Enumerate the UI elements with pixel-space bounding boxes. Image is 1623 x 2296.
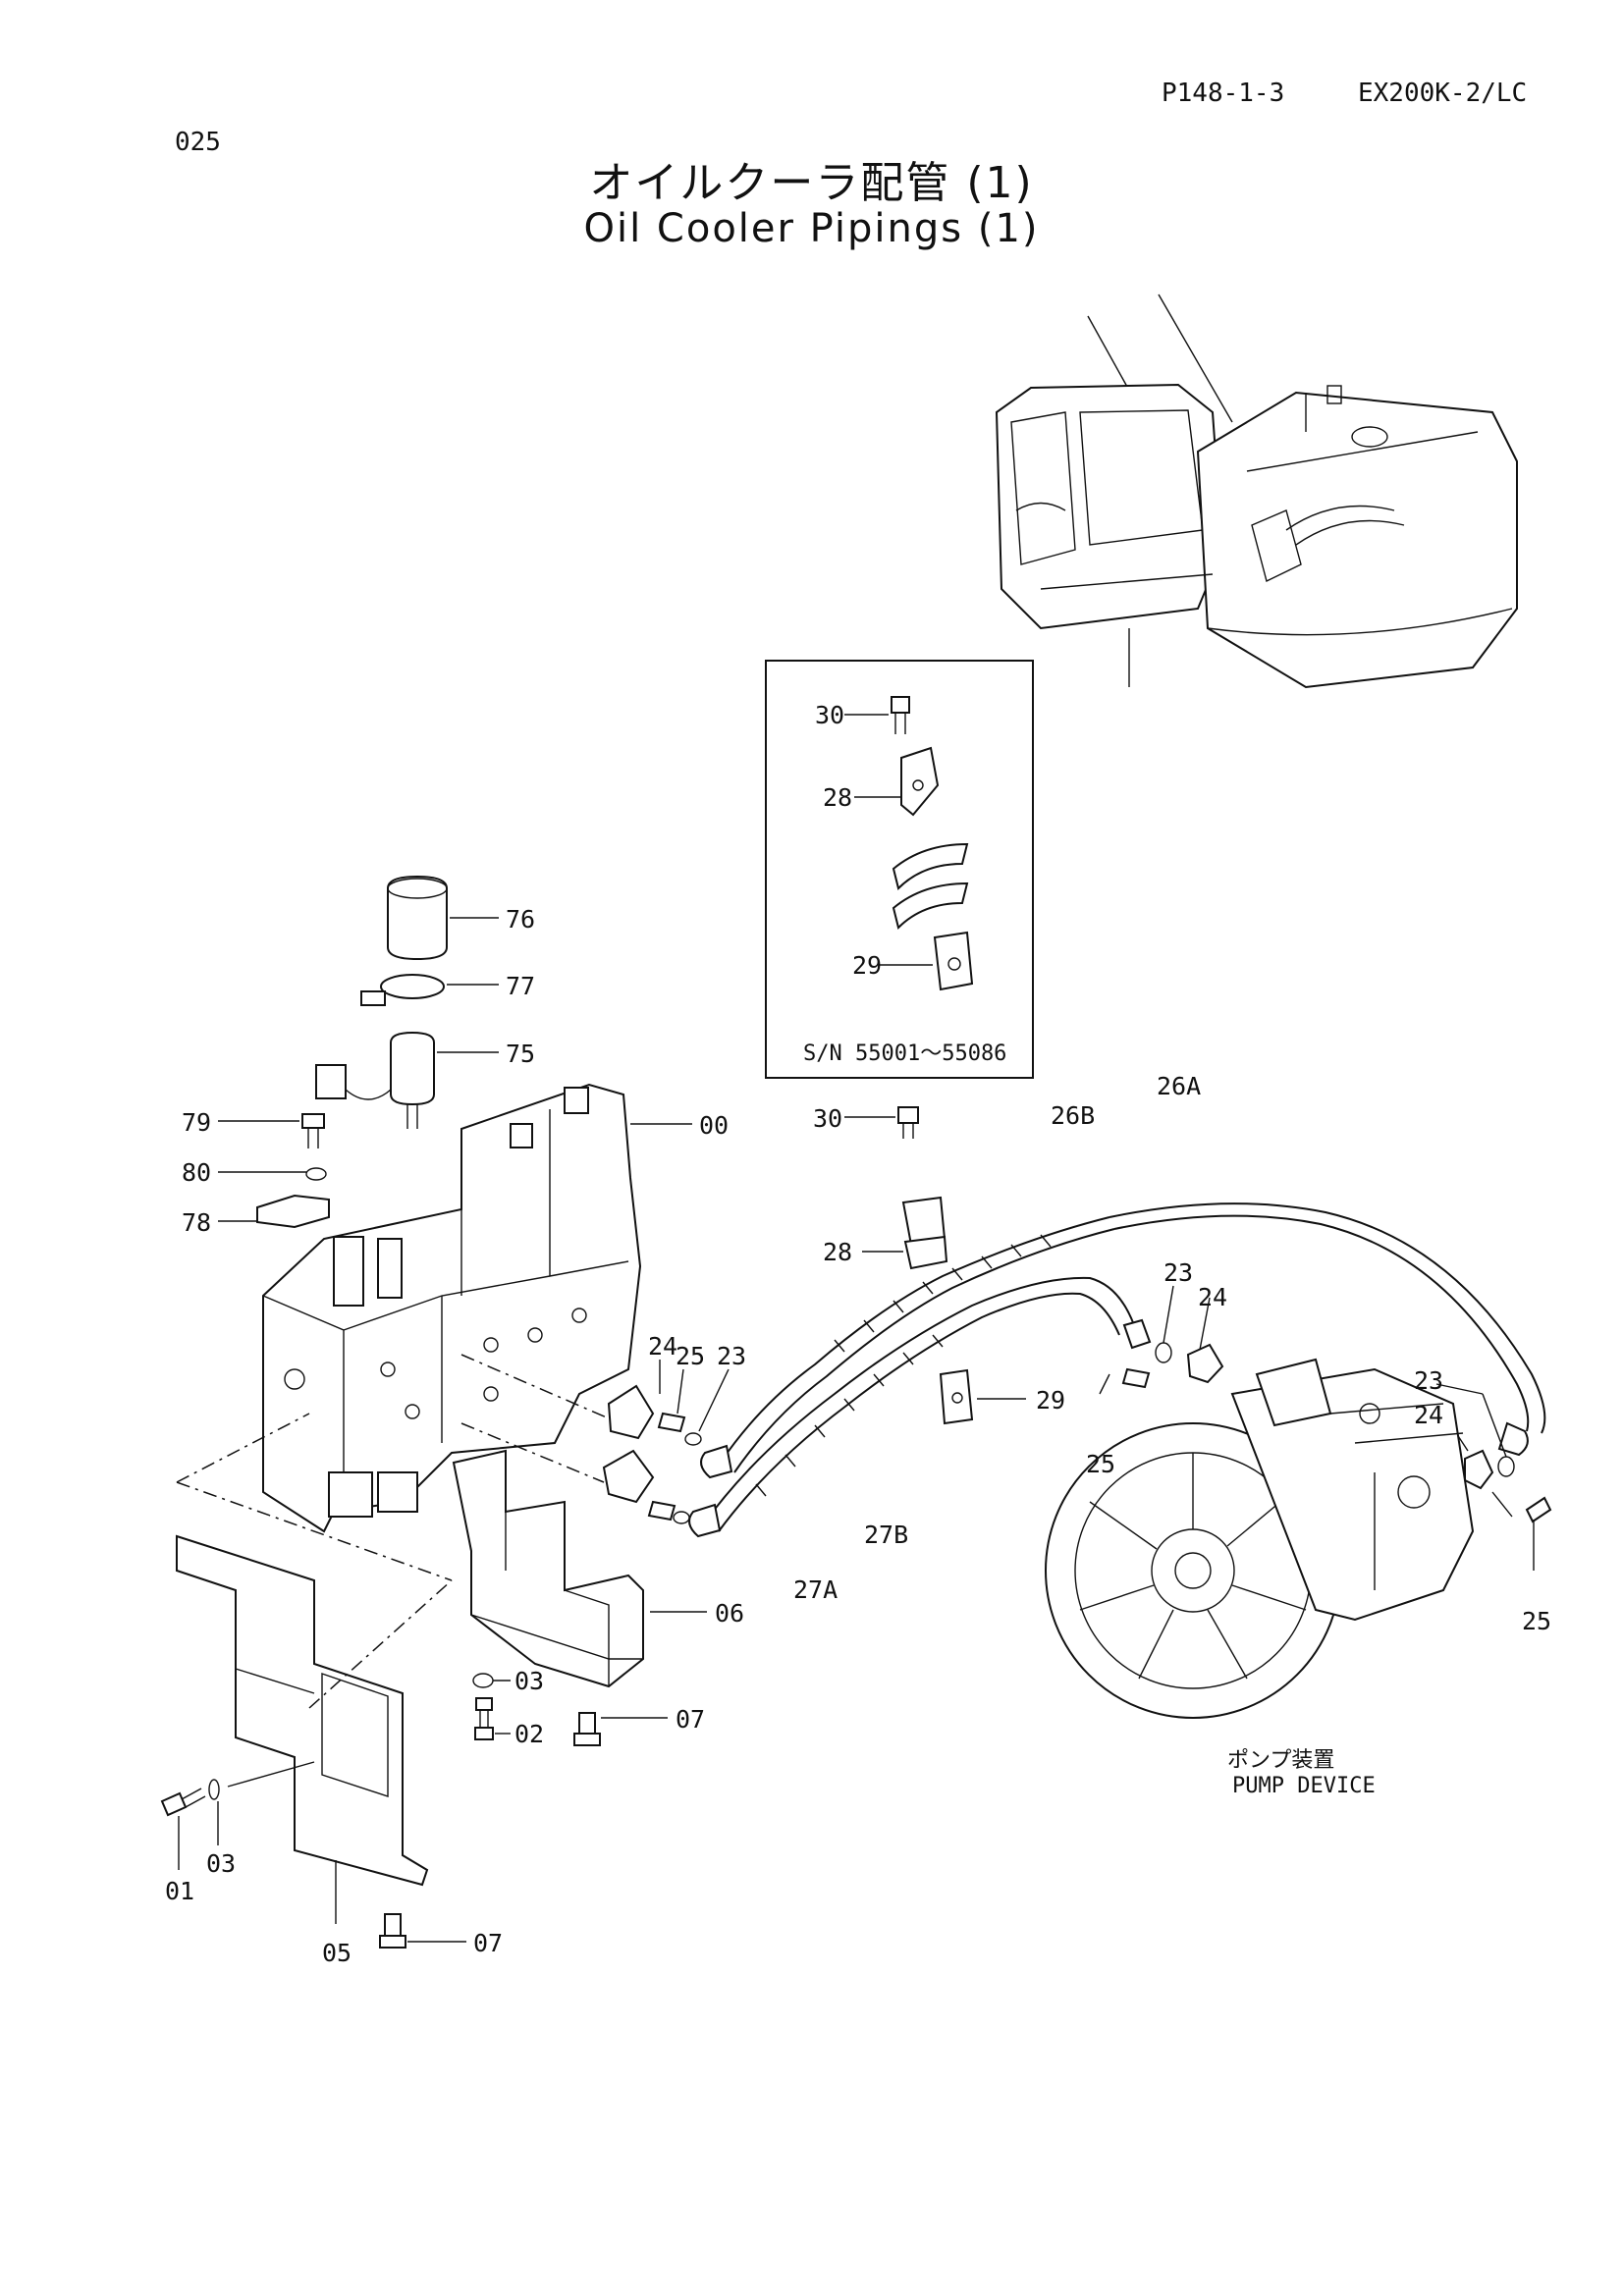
page-title-english: Oil Cooler Pipings (1) [583, 206, 1040, 251]
callout-28: 28 [823, 1238, 852, 1266]
callout-07-plate: 07 [473, 1929, 503, 1957]
callout-79: 79 [182, 1108, 211, 1137]
callout-24-pump: 24 [1198, 1283, 1227, 1311]
part-reference: P148-1-3 [1162, 79, 1285, 108]
pump-device [1045, 1358, 1475, 1719]
callout-26B: 26B [1051, 1101, 1095, 1130]
callout-24-right: 24 [1414, 1401, 1443, 1429]
callout-24: 24 [648, 1332, 677, 1361]
callout-77: 77 [506, 972, 535, 1000]
pump-device-label-english: PUMP DEVICE [1232, 1774, 1376, 1798]
page-number: 025 [175, 128, 221, 157]
callout-05: 05 [322, 1939, 352, 1967]
inset-callout-28: 28 [823, 783, 852, 812]
callout-02: 02 [514, 1720, 544, 1748]
callout-23-pump: 23 [1163, 1258, 1193, 1287]
callout-75: 75 [506, 1040, 535, 1068]
callout-23-right: 23 [1414, 1366, 1443, 1395]
model-code: EX200K-2/LC [1358, 79, 1528, 108]
callout-29: 29 [1036, 1386, 1065, 1415]
callout-27A: 27A [793, 1575, 838, 1604]
page-title-japanese: オイルクーラ配管 (1) [589, 158, 1034, 208]
callout-25-right: 25 [1522, 1607, 1551, 1635]
callout-07-bracket: 07 [676, 1705, 705, 1734]
mounting-brackets [160, 1413, 707, 1949]
callout-23: 23 [717, 1342, 746, 1370]
callout-27B: 27B [864, 1521, 908, 1549]
callout-78: 78 [182, 1208, 211, 1237]
callout-03-bracket: 03 [514, 1667, 544, 1695]
serial-variant-inset: 30 28 29 S/N 55001～55086 [765, 660, 1034, 1079]
pump-device-label-japanese: ポンプ装置 [1227, 1748, 1335, 1773]
callout-01: 01 [165, 1877, 194, 1905]
callout-26A: 26A [1157, 1072, 1201, 1100]
inset-callout-29: 29 [852, 951, 882, 980]
callout-30: 30 [813, 1104, 842, 1133]
callout-labels: 76 77 75 79 80 78 00 24 25 23 30 28 29 2… [165, 905, 1551, 1967]
control-valve-assembly [218, 875, 730, 1533]
callout-06: 06 [715, 1599, 744, 1628]
oil-cooler-hoses [688, 1106, 1552, 1571]
callout-25-pump: 25 [1086, 1450, 1115, 1478]
callout-76: 76 [506, 905, 535, 934]
callout-00: 00 [699, 1111, 729, 1140]
excavator-location-view [995, 294, 1518, 689]
inset-serial-note: S/N 55001～55086 [803, 1041, 1006, 1066]
callout-25: 25 [676, 1342, 705, 1370]
callout-80: 80 [182, 1158, 211, 1187]
callout-03-plate: 03 [206, 1849, 236, 1878]
inset-callout-30: 30 [815, 701, 844, 729]
